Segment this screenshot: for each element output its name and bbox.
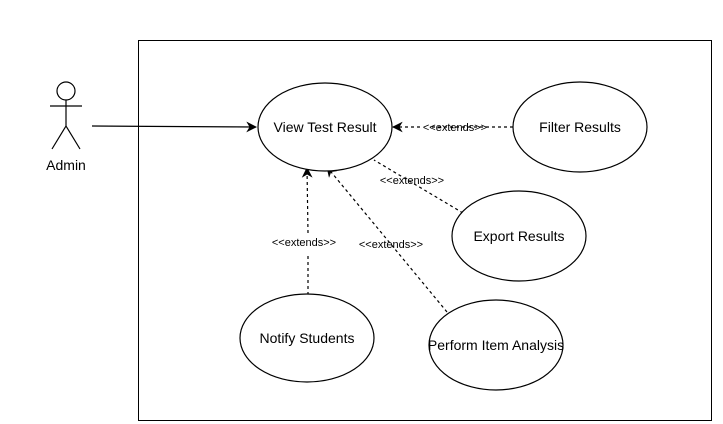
notify-extends-edge: <<extends>> bbox=[272, 166, 336, 295]
actor-label: Admin bbox=[46, 157, 86, 173]
use-case-label: Export Results bbox=[473, 228, 564, 244]
export-extends-label: <<extends>> bbox=[380, 175, 444, 187]
system-boundary bbox=[138, 40, 712, 421]
use-case-label: Notify Students bbox=[260, 330, 355, 346]
admin-association-edge bbox=[91, 121, 258, 133]
filter-extends-edge: <<extends>> bbox=[391, 121, 513, 134]
use-case-label: Perform Item Analysis bbox=[428, 337, 564, 353]
use-case-view-test-result[interactable]: View Test Result bbox=[257, 82, 393, 172]
use-case-export-results[interactable]: Export Results bbox=[451, 190, 587, 282]
actor-stick-figure-icon bbox=[50, 81, 82, 150]
export-extends-edge: <<extends>> bbox=[373, 159, 464, 214]
use-case-perform-item-analysis[interactable]: Perform Item Analysis bbox=[428, 299, 564, 391]
analysis-extends-label: <<extends>> bbox=[359, 239, 423, 251]
use-case-filter-results[interactable]: Filter Results bbox=[512, 81, 648, 173]
actor-admin[interactable]: Admin bbox=[46, 81, 86, 173]
use-case-notify-students[interactable]: Notify Students bbox=[239, 293, 375, 383]
use-case-label: View Test Result bbox=[274, 119, 377, 135]
notify-extends-label: <<extends>> bbox=[272, 237, 336, 249]
analysis-extends-edge: <<extends>> bbox=[326, 166, 448, 313]
filter-extends-label: <<extends>> bbox=[423, 122, 487, 134]
use-case-label: Filter Results bbox=[539, 119, 621, 135]
